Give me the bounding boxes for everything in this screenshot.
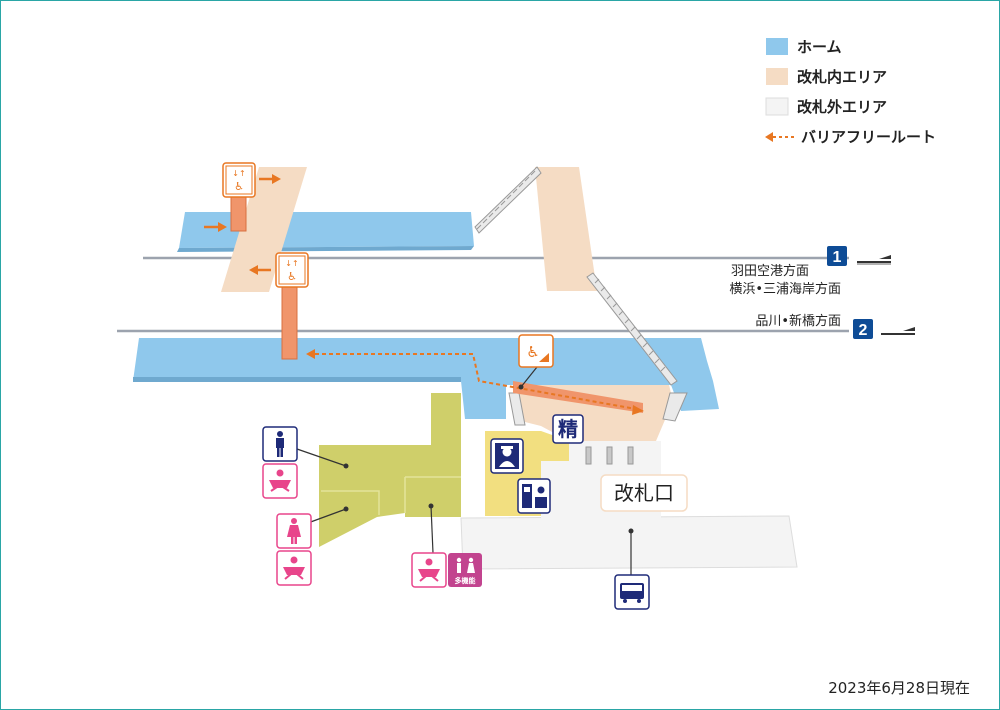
lower-platform [133,338,719,419]
legend-swatch-outside-gate [765,97,789,116]
fare-adjustment-icon: 精 [552,414,584,444]
legend-swatch-inside-gate [766,68,788,85]
track-1-badge [827,246,847,266]
mens-restroom-icon [262,426,298,462]
train-icon [857,255,891,265]
svg-text:♿: ♿ [234,180,244,193]
track-1-number: 1 [833,249,842,266]
legend: ホーム 改札内エリア 改札外エリア バリアフリールート [765,38,936,146]
stairs-upper [474,166,542,234]
direction-1-line-2: 横浜•三浦海岸方面 [729,281,841,297]
direction-2-line-1: 品川•新橋方面 [755,313,841,329]
elevator-icon: ↓↑ ♿ [222,162,256,198]
legend-label-outside-gate: 改札外エリア [797,98,887,116]
restroom-area [319,393,461,547]
restroom-dots [343,463,434,512]
train-icon [881,327,915,335]
direction-1-line-1: 羽田空港方面 [731,263,809,279]
direction-2: 品川•新橋方面 2 [755,313,915,339]
baby-care-icon [262,463,298,499]
right-stair-landing [535,167,597,291]
ticket-machine-icon [517,478,551,514]
svg-text:↓↑: ↓↑ [285,259,298,268]
legend-label-route: バリアフリールート [801,128,936,146]
ticket-gate-text: 改札口 [614,481,674,505]
station-attendant-icon [490,438,524,474]
date-note: 2023年6月28日現在 [828,679,970,697]
restroom-dividers [321,476,461,515]
slope-ramp [513,381,643,413]
baby-care-icon [411,552,447,588]
upper-platform [177,212,474,252]
upper-concourse [221,167,307,292]
svg-text:♿: ♿ [526,343,539,361]
legend-label-platform: ホーム [797,38,842,56]
route-arrows [204,174,281,275]
fare-adjustment-text: 精 [558,417,578,441]
ticket-gates [585,446,634,465]
elevator-shaft-lower [281,286,298,360]
baby-care-icon [276,550,312,586]
elevator-shaft-upper [230,196,247,232]
legend-swatch-platform [766,38,788,55]
stairs-right [586,272,678,386]
multipurpose-restroom-icon: 多機能 [448,553,482,587]
outside-gate-area [460,515,798,570]
legend-swatch-route [765,132,795,142]
barrier-free-route [306,349,644,415]
elevator-icon: ↓↑ ♿ [275,252,309,288]
ticket-gate-label: 改札口 [600,474,688,512]
direction-1: 羽田空港方面 横浜•三浦海岸方面 1 [729,246,891,297]
bus-stop [614,528,650,610]
legend-label-inside-gate: 改札内エリア [797,68,887,86]
track-2-number: 2 [859,322,868,339]
track-2-badge [853,319,873,339]
slope-icon: ♿ [518,334,554,390]
multipurpose-tag: 多機能 [455,576,476,585]
svg-text:♿: ♿ [287,270,297,283]
womens-restroom-icon [276,513,312,549]
svg-text:↓↑: ↓↑ [232,169,245,178]
bus-icon [614,574,650,610]
